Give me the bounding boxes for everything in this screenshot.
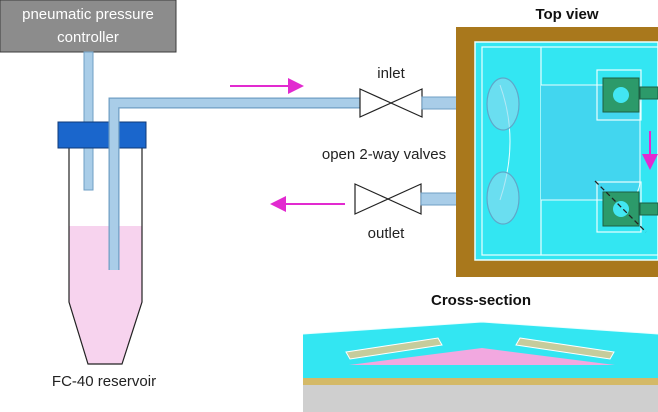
cross-section-title: Cross-section [431,292,531,309]
inlet-valve [359,88,423,118]
controller-label-line2: controller [57,29,119,46]
valves-label: open 2-way valves [322,146,446,163]
top-view-title: Top view [535,6,598,23]
chip-top-view [456,27,658,277]
fc40-reservoir [57,121,147,365]
reservoir-outline [68,148,143,365]
pressure-tube [83,51,94,191]
outlet-port [486,171,520,225]
supply-tube [108,97,360,270]
controller-label-line1: pneumatic pressure [22,6,154,23]
base-substrate [303,384,658,412]
reservoir-label: FC-40 reservoir [52,373,156,390]
pressure-controller: pneumatic pressure controller [0,0,177,53]
inlet-label: inlet [377,65,405,82]
section-cut-line [594,180,647,233]
reservoir-liquid [69,226,142,364]
cross-section-view [302,321,658,412]
sample-layer [349,348,615,365]
gold-layer [303,378,658,385]
right-membrane [515,337,615,360]
left-membrane [345,337,443,360]
outlet-label: outlet [368,225,406,242]
inlet-port [486,77,520,131]
reservoir-cap [57,121,147,149]
outlet-valve [354,183,422,215]
